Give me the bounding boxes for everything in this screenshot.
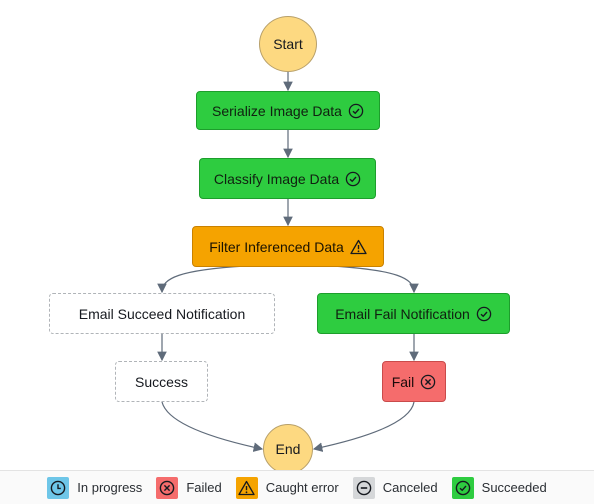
state-email-succeed-notification[interactable]: Email Succeed Notification [49,293,275,334]
state-filter-inferenced-data[interactable]: Filter Inferenced Data [192,226,384,267]
legend-item-failed: Failed [156,476,222,499]
state-label: Email Succeed Notification [78,305,246,322]
legend-label: Canceled [382,480,438,495]
clock-icon [47,476,70,499]
end-node[interactable]: End [263,424,313,474]
state-email-fail-notification[interactable]: Email Fail Notification [317,293,510,334]
legend-item-caught-error: Caught error [235,476,339,499]
check-circle-icon [345,171,361,187]
status-legend: In progress Failed Caught error Canceled… [0,470,594,504]
warning-icon [235,476,258,499]
state-fail[interactable]: Fail [382,361,446,402]
end-label: End [275,441,301,457]
state-label: Serialize Image Data [212,102,342,119]
state-serialize-image-data[interactable]: Serialize Image Data [196,91,380,130]
legend-item-succeeded: Succeeded [451,476,547,499]
start-label: Start [273,36,303,52]
state-label: Classify Image Data [213,170,340,187]
state-label: Success [135,373,188,390]
graph-edges [157,72,419,452]
legend-item-canceled: Canceled [352,476,438,499]
x-circle-icon [156,476,179,499]
edge-filter-email-succeed [157,265,246,294]
state-label: Email Fail Notification [335,305,470,322]
check-circle-icon [451,476,474,499]
legend-label: In progress [77,480,143,495]
edge-filter-email-fail [331,265,419,294]
edge-success-end [161,401,264,452]
state-label: Filter Inferenced Data [209,238,344,255]
state-success[interactable]: Success [115,361,208,402]
legend-label: Caught error [265,480,339,495]
workflow-graph: Start Serialize Image Data Classify Imag… [49,16,510,474]
legend-item-in-progress: In progress [47,476,143,499]
minus-circle-icon [352,476,375,499]
check-circle-icon [476,306,492,322]
warning-icon [350,239,367,255]
legend-label: Succeeded [481,480,547,495]
x-circle-icon [420,374,436,390]
state-label: Fail [391,373,415,390]
check-circle-icon [348,103,364,119]
start-node[interactable]: Start [259,16,317,72]
edge-fail-end [312,401,415,452]
legend-label: Failed [186,480,222,495]
state-classify-image-data[interactable]: Classify Image Data [199,158,376,199]
